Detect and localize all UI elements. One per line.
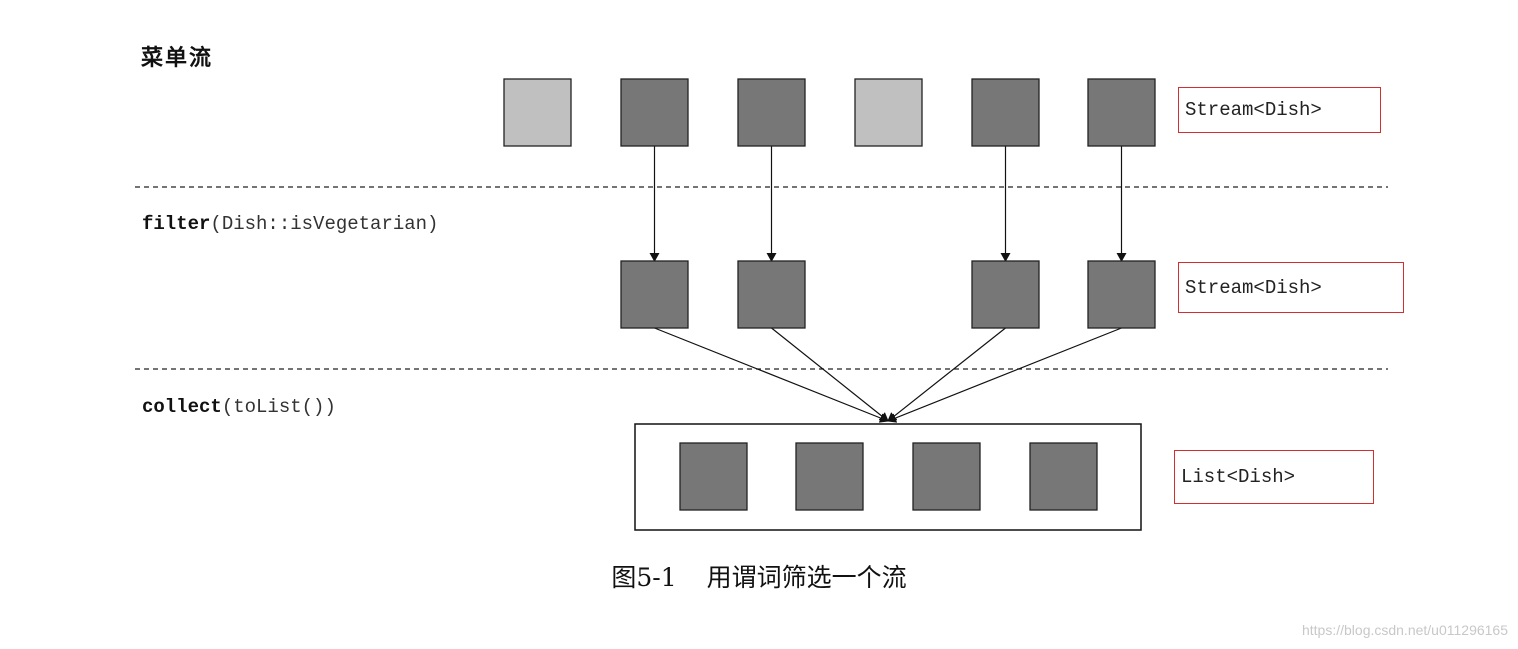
watermark: https://blog.csdn.net/u011296165 [1301, 622, 1508, 638]
collect-method: collect [142, 396, 222, 418]
filtered-dish-item [1087, 260, 1156, 329]
menu-stream-title: 菜单流 [141, 46, 214, 71]
list-dish-item [795, 442, 864, 511]
collect-arrow [654, 327, 889, 423]
figure-caption: 图5-1 用谓词筛选一个流 [0, 558, 1518, 594]
filtered-dish-item [971, 260, 1040, 329]
filter-method: filter [142, 213, 211, 235]
collect-arrow [887, 327, 1006, 422]
filter-operation-label: filter(Dish::isVegetarian) [142, 213, 438, 235]
vegetarian-dish-item [620, 78, 689, 147]
filter-args: (Dish::isVegetarian) [210, 213, 439, 235]
non-vegetarian-dish-item [503, 78, 572, 147]
list-dish-item [912, 442, 981, 511]
filtered-dish-item [620, 260, 689, 329]
type-label-source-stream: Stream<Dish> [1178, 87, 1381, 133]
collect-operation-label: collect(toList()) [142, 396, 336, 418]
caption-number: 图5-1 [611, 563, 677, 592]
collect-arrow [771, 327, 889, 422]
filtered-stream-row [620, 260, 1156, 329]
vegetarian-dish-item [737, 78, 806, 147]
filtered-dish-item [737, 260, 806, 329]
vegetarian-dish-item [1087, 78, 1156, 147]
type-label-filtered-stream: Stream<Dish> [1178, 262, 1404, 313]
vegetarian-dish-item [971, 78, 1040, 147]
collect-arrow [887, 327, 1122, 423]
type-label-result-list: List<Dish> [1174, 450, 1374, 504]
list-dish-item [1029, 442, 1098, 511]
non-vegetarian-dish-item [854, 78, 923, 147]
flow-arrows [649, 146, 1127, 423]
list-dish-item [679, 442, 748, 511]
result-list-row [679, 442, 1098, 511]
source-stream-row [503, 78, 1156, 147]
caption-text: 用谓词筛选一个流 [706, 563, 907, 592]
collect-args: (toList()) [221, 396, 336, 418]
